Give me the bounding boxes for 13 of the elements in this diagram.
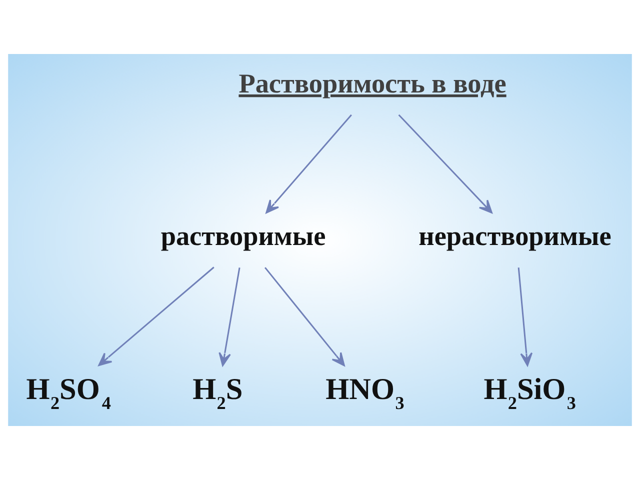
arrow — [398, 114, 492, 214]
arrow — [98, 266, 214, 366]
node-text: HNO$_{3}$ — [326, 372, 404, 413]
arrow — [218, 267, 240, 366]
node-text: H$_{2}$SiO$_{3}$ — [484, 372, 576, 413]
node-text: H$_{2}$SO$_{4}$ — [26, 372, 111, 413]
node-text: Растворимость в воде — [238, 68, 506, 98]
node-text: нерастворимые — [418, 221, 612, 252]
arrow — [264, 267, 345, 366]
arrow — [266, 114, 352, 214]
node-text: растворимые — [160, 221, 326, 252]
arrow — [518, 268, 533, 366]
node-text: H$_{2}$S — [192, 372, 243, 413]
